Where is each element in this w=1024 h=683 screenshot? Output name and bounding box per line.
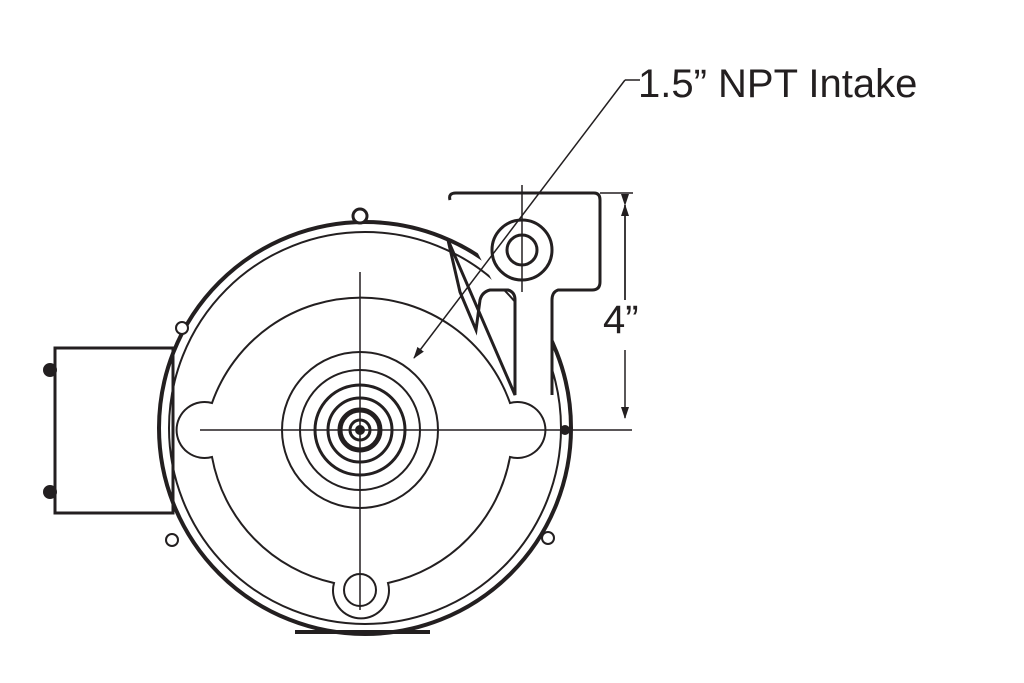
dimension-label: 4” [603, 298, 639, 342]
intake-housing [446, 185, 602, 396]
dimension-lines [600, 192, 633, 419]
center-lines [200, 272, 632, 610]
end-plate [175, 296, 547, 620]
intake-label: 1.5” NPT Intake [638, 62, 917, 106]
motor-housing [157, 207, 573, 636]
junction-box [43, 346, 175, 515]
intake-leader-line [413, 79, 640, 359]
